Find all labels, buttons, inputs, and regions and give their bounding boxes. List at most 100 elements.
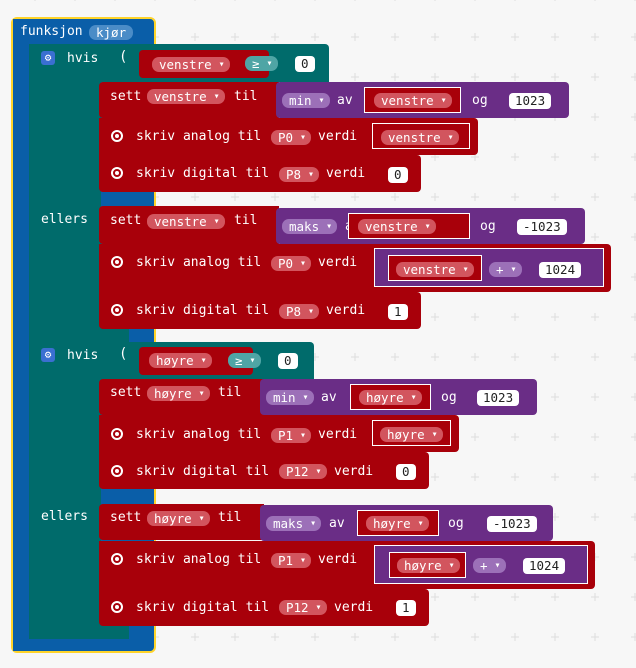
analog-label: skriv analog til <box>136 427 262 442</box>
paren-icon: ( <box>119 346 128 362</box>
plus-var-dropdown[interactable]: venstre <box>396 262 474 277</box>
set-label: sett <box>110 385 142 400</box>
plus-op-dropdown[interactable]: + <box>489 262 522 277</box>
of-label: av <box>337 93 353 108</box>
to-label: til <box>218 385 242 400</box>
set-var-dropdown[interactable]: høyre <box>147 511 210 526</box>
if-block-1-else-arm <box>29 200 101 240</box>
digital-write-block-2[interactable] <box>99 292 421 329</box>
pin-icon <box>111 553 123 565</box>
to-label: til <box>234 89 258 104</box>
set-label: sett <box>110 213 142 228</box>
if-label: hvis <box>67 348 99 363</box>
digital-label: skriv digital til <box>136 166 270 181</box>
plus-num-field[interactable]: 1024 <box>523 558 566 574</box>
value-label: verdi <box>318 129 358 144</box>
analog-label: skriv analog til <box>136 129 262 144</box>
else-label: ellers <box>41 509 88 524</box>
if-block-2-spine <box>29 342 101 632</box>
max-arg-var-dropdown[interactable]: venstre <box>358 219 436 234</box>
and-label: og <box>448 516 464 531</box>
min-arg-num-field[interactable]: 1023 <box>509 93 552 109</box>
plus-op-dropdown[interactable]: + <box>473 558 506 573</box>
digital-pin-dropdown[interactable]: P8 <box>279 167 320 182</box>
analog-var-dropdown[interactable]: venstre <box>381 130 459 145</box>
set-label: sett <box>110 510 142 525</box>
value-label: verdi <box>318 427 358 442</box>
analog-pin-dropdown[interactable]: P0 <box>271 130 312 145</box>
cond-op-dropdown[interactable]: ≥ <box>228 353 261 368</box>
else-label: ellers <box>41 212 88 227</box>
paren-icon: ( <box>119 49 128 65</box>
pin-icon <box>111 601 123 613</box>
digital-value-field[interactable]: 1 <box>396 600 416 616</box>
cond-var-dropdown[interactable]: høyre <box>149 353 212 368</box>
pin-icon <box>111 256 123 268</box>
analog-pin-dropdown[interactable]: P0 <box>271 256 312 271</box>
cond-value-field[interactable]: 0 <box>278 353 298 369</box>
set-var-dropdown[interactable]: venstre <box>147 89 225 104</box>
min-arg-var-dropdown[interactable]: høyre <box>359 390 422 405</box>
max-arg-num-field[interactable]: -1023 <box>517 219 567 235</box>
digital-value-field[interactable]: 1 <box>388 304 408 320</box>
plus-var-dropdown[interactable]: høyre <box>397 558 460 573</box>
max-arg-num-field[interactable]: -1023 <box>487 516 537 532</box>
plus-num-field[interactable]: 1024 <box>539 262 582 278</box>
pin-icon <box>111 304 123 316</box>
value-label: verdi <box>334 464 374 479</box>
digital-value-field[interactable]: 0 <box>396 464 416 480</box>
function-keyword: funksjon <box>20 24 83 39</box>
min-arg-var-dropdown[interactable]: venstre <box>374 93 452 108</box>
digital-pin-dropdown[interactable]: P12 <box>279 464 327 479</box>
pin-icon <box>111 465 123 477</box>
to-label: til <box>218 510 242 525</box>
digital-label: skriv digital til <box>136 464 270 479</box>
max-arg-var-dropdown[interactable]: høyre <box>366 516 429 531</box>
digital-pin-dropdown[interactable]: P8 <box>279 304 320 319</box>
cond-value-field[interactable]: 0 <box>295 56 315 72</box>
analog-pin-dropdown[interactable]: P1 <box>271 553 312 568</box>
cond-op-dropdown[interactable]: ≥ <box>245 56 278 71</box>
analog-pin-dropdown[interactable]: P1 <box>271 428 312 443</box>
value-label: verdi <box>326 303 366 318</box>
to-label: til <box>234 213 258 228</box>
pin-icon <box>111 167 123 179</box>
of-label: av <box>321 390 337 405</box>
digital-value-field[interactable]: 0 <box>388 167 408 183</box>
analog-label: skriv analog til <box>136 552 262 567</box>
and-label: og <box>441 390 457 405</box>
pin-icon <box>111 130 123 142</box>
value-label: verdi <box>334 600 374 615</box>
if-label: hvis <box>67 51 99 66</box>
min-dropdown[interactable]: min <box>266 390 314 405</box>
value-label: verdi <box>326 166 366 181</box>
analog-var-dropdown[interactable]: høyre <box>380 427 443 442</box>
digital-pin-dropdown[interactable]: P12 <box>279 600 327 615</box>
digital-label: skriv digital til <box>136 303 270 318</box>
set-label: sett <box>110 89 142 104</box>
min-dropdown[interactable]: min <box>282 93 330 108</box>
digital-write-block-3[interactable] <box>99 452 429 489</box>
set-var-dropdown[interactable]: høyre <box>147 386 210 401</box>
function-body <box>13 19 29 651</box>
pin-icon <box>111 428 123 440</box>
min-arg-num-field[interactable]: 1023 <box>477 390 520 406</box>
analog-label: skriv analog til <box>136 255 262 270</box>
gear-icon[interactable]: ⚙ <box>41 348 55 362</box>
digital-label: skriv digital til <box>136 600 270 615</box>
gear-icon[interactable]: ⚙ <box>41 51 55 65</box>
max-dropdown[interactable]: maks <box>266 516 322 531</box>
and-label: og <box>480 219 496 234</box>
set-var-dropdown[interactable]: venstre <box>147 214 225 229</box>
digital-write-block-4[interactable] <box>99 589 429 626</box>
if-block-1-footer <box>29 328 129 342</box>
and-label: og <box>472 93 488 108</box>
cond-var-dropdown[interactable]: venstre <box>152 57 230 72</box>
if-block-2-footer <box>29 625 129 639</box>
function-name-field[interactable]: kjør <box>89 25 134 40</box>
digital-write-block-1[interactable] <box>99 155 421 192</box>
of-label: av <box>329 516 345 531</box>
value-label: verdi <box>318 552 358 567</box>
max-dropdown[interactable]: maks <box>282 219 338 234</box>
if-block-1-spine <box>29 44 101 336</box>
